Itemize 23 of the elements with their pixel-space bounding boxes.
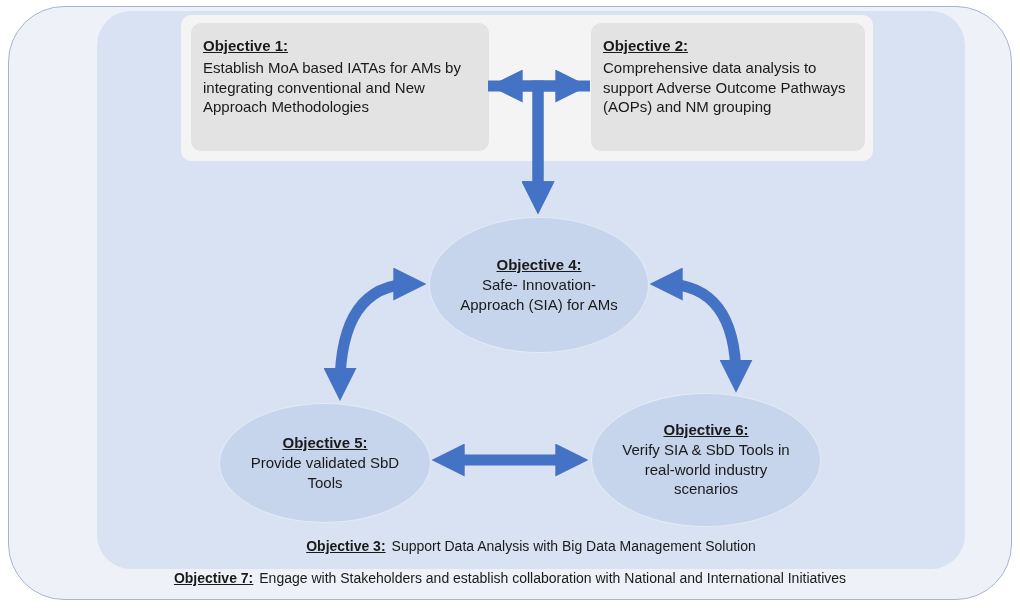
objective-heading: Objective 6:: [663, 421, 749, 439]
double-arrow: [431, 443, 589, 477]
objective-heading: Objective 5:: [282, 434, 368, 451]
objective-heading: Objective 1:: [203, 37, 290, 54]
objective-text: Support Data Analysis with Big Data Management Solution: [391, 536, 756, 555]
objective-text: Establish MoA based IATAs for AMs by integrating conventional and New Approach Methodologies: [203, 58, 462, 117]
objective-text: Engage with Stakeholders and establish collaboration with National and International Initiatives: [259, 568, 847, 587]
double-arrow: [649, 268, 752, 393]
inner-panel: [97, 11, 965, 569]
objective-heading: Objective 3:: [306, 537, 386, 554]
double-arrow: [521, 80, 590, 215]
objective-box: [591, 23, 865, 151]
objective-box: [191, 23, 489, 151]
objective-heading: Objective 7:: [173, 569, 254, 586]
objective-text: Safe- Innovation- Approach (SIA) for AMs: [459, 275, 619, 314]
objective-text: Provide validated SbD Tools: [249, 453, 401, 492]
objective-heading: Objective 2:: [603, 37, 690, 54]
objective-text: Comprehensive data analysis to support Adverse Outcome Pathways (AOPs) and NM grouping: [603, 58, 847, 117]
double-arrow: [324, 268, 427, 401]
objective-text: Verify SIA & SbD Tools in real-world industry scenarios: [621, 440, 791, 499]
objective-heading: Objective 4:: [496, 256, 582, 273]
background-band: [181, 15, 873, 161]
outer-panel: [8, 6, 1012, 600]
